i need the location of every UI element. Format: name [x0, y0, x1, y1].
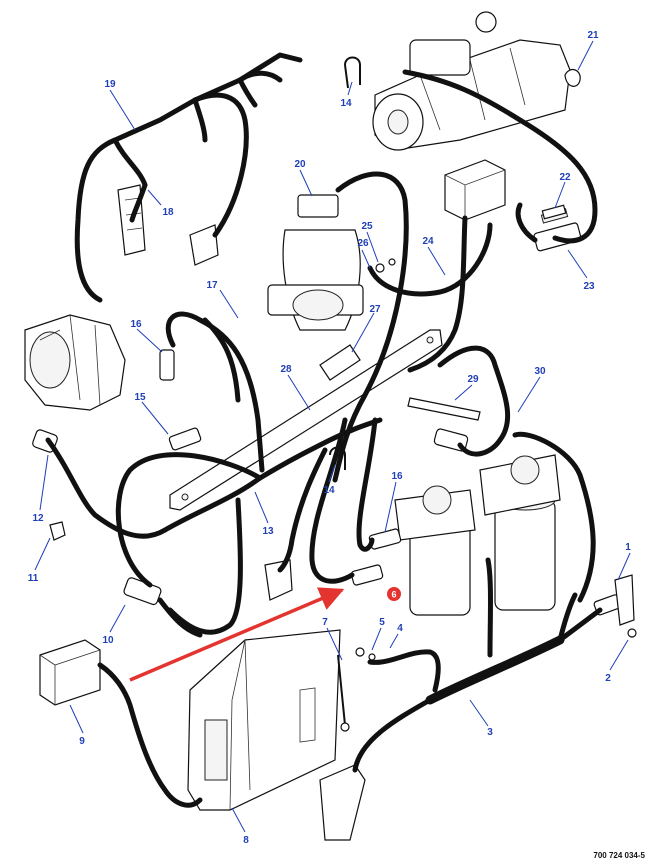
sensor-6 [350, 564, 384, 586]
callout-16-upper: 16 [130, 319, 142, 330]
callout-2: 2 [605, 673, 611, 684]
fuel-filter-left [394, 485, 476, 616]
callout-10: 10 [102, 635, 114, 646]
starter-motor [372, 11, 571, 151]
ground-lead-7 [337, 654, 350, 732]
highlight-callout-label: 6 [391, 590, 396, 600]
callout-21: 21 [587, 30, 599, 41]
leader-lines [34, 40, 631, 833]
callout-labels: 1 2 3 4 5 7 8 9 10 11 12 13 14 14 15 16 … [28, 30, 632, 846]
fuel-filter-right [479, 454, 561, 611]
highlight-callout-6: 6 [387, 587, 401, 601]
sensor-15 [168, 427, 202, 451]
callout-26: 26 [357, 238, 369, 249]
callout-4: 4 [397, 623, 403, 634]
harness-mounting-rail [169, 329, 443, 511]
callout-20: 20 [294, 159, 306, 170]
callout-8: 8 [243, 835, 249, 846]
connector-cover [39, 639, 101, 706]
wiring-harness [45, 52, 603, 808]
callout-18: 18 [162, 207, 174, 218]
callout-28: 28 [280, 364, 292, 375]
nut-4-5 [355, 647, 376, 661]
sensor-16-upper [159, 349, 175, 381]
callout-29: 29 [467, 374, 479, 385]
plug-11 [49, 521, 66, 541]
callout-11: 11 [28, 573, 39, 584]
callout-27: 27 [369, 304, 381, 315]
pipe-clamp [319, 344, 361, 381]
spring-22 [541, 204, 567, 220]
callout-3: 3 [487, 727, 493, 738]
callout-9: 9 [79, 736, 85, 747]
callout-23: 23 [583, 281, 595, 292]
clip-14-upper [344, 56, 361, 89]
harness-connector-mid [264, 559, 293, 601]
callout-17: 17 [206, 280, 218, 291]
clip-21 [564, 68, 581, 87]
callout-5: 5 [379, 617, 385, 628]
callout-19: 19 [104, 79, 116, 90]
callout-14-upper: 14 [340, 98, 352, 109]
harness-connector-boot [319, 764, 366, 841]
callout-12: 12 [32, 513, 44, 524]
callout-13: 13 [262, 526, 274, 537]
fuel-injection-pump [24, 314, 126, 411]
callout-1: 1 [625, 542, 631, 553]
callout-30: 30 [534, 366, 546, 377]
callout-14-lower: 14 [323, 485, 335, 496]
callout-15: 15 [134, 392, 146, 403]
callout-24: 24 [422, 236, 434, 247]
harness-connector-upper [189, 224, 219, 266]
sensor-29 [407, 397, 481, 421]
bolt-2 [627, 628, 637, 638]
relay [444, 159, 506, 221]
fuel-filter-housing [267, 194, 364, 331]
drawing-number: 700 724 034-5 [593, 851, 645, 860]
connector-1 [593, 574, 635, 626]
engine-control-unit [187, 629, 341, 811]
callout-25: 25 [361, 221, 373, 232]
callout-7: 7 [322, 617, 328, 628]
highlight-arrow [129, 587, 345, 682]
callout-16-lower: 16 [391, 471, 403, 482]
washer-25-26 [375, 258, 396, 273]
callout-22: 22 [559, 172, 571, 183]
